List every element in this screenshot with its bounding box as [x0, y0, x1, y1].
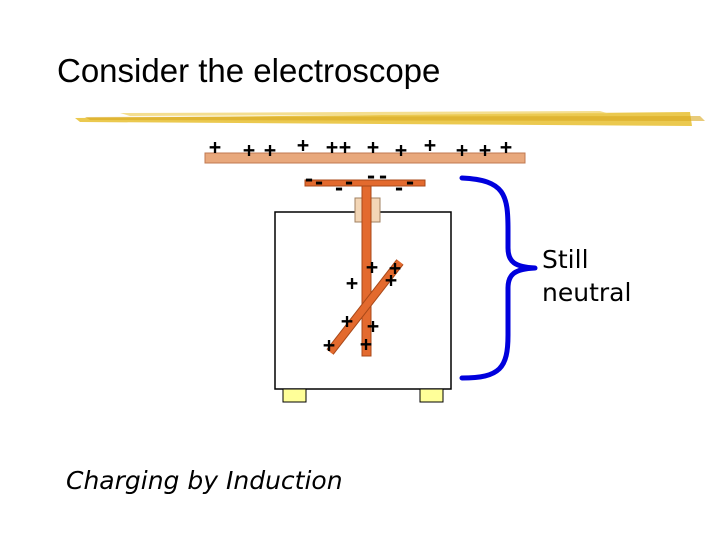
plate-negative-charges: - - - - - - - -: [303, 164, 416, 200]
plate-minus-charge: -: [365, 164, 377, 188]
leaf-plus-charge: +: [385, 268, 397, 292]
plate-minus-charge: -: [333, 176, 345, 200]
plate-minus-charge: -: [404, 170, 416, 194]
plate-minus-charge: -: [377, 164, 389, 188]
plate-minus-charge: -: [343, 170, 355, 194]
leaf-plus-charge: +: [341, 309, 353, 333]
leaf-plus-charge: +: [323, 333, 335, 357]
right-curly-brace-icon: [459, 175, 538, 381]
rod-plus-charge: +: [243, 138, 255, 162]
title-underline: [75, 111, 705, 126]
caption: Charging by Induction: [66, 466, 343, 495]
leaf-plus-charge: +: [367, 314, 379, 338]
side-label-line-2: neutral: [542, 278, 632, 307]
rod-plus-charge: +: [264, 138, 276, 162]
plate-minus-charge: -: [313, 170, 325, 194]
electroscope-stem: [361, 185, 372, 357]
electroscope-foot-left: [282, 388, 307, 403]
rod-plus-charge: +: [395, 138, 407, 162]
rod-plus-charge: +: [479, 138, 491, 162]
plate-minus-charge: -: [303, 167, 315, 191]
electroscope-foot-right: [419, 388, 444, 403]
rod-plus-charge: +: [367, 135, 379, 159]
rod-plus-charge: +: [500, 135, 512, 159]
rod-plus-charge: +: [339, 135, 351, 159]
leaf-plus-charge: +: [389, 256, 401, 280]
rod-plus-charge: +: [297, 133, 309, 157]
leaf-plus-charge: +: [346, 271, 358, 295]
rod-plus-charge: +: [326, 135, 338, 159]
page-title: Consider the electroscope: [57, 52, 441, 89]
plate-minus-charge: -: [393, 176, 405, 200]
leaf-plus-charge: +: [366, 255, 378, 279]
rod-positive-charges: + + + + + + + + + + + +: [209, 133, 512, 162]
side-label-line-1: Still: [542, 245, 589, 274]
rod-plus-charge: +: [424, 133, 436, 157]
leaf-plus-charge: +: [360, 332, 372, 356]
leaf-positive-charges: + + + + + + + +: [323, 255, 401, 357]
still-neutral-label: Still neutral: [542, 243, 631, 309]
rod-plus-charge: +: [209, 135, 221, 159]
charged-rod: [204, 152, 526, 164]
rod-plus-charge: +: [456, 138, 468, 162]
